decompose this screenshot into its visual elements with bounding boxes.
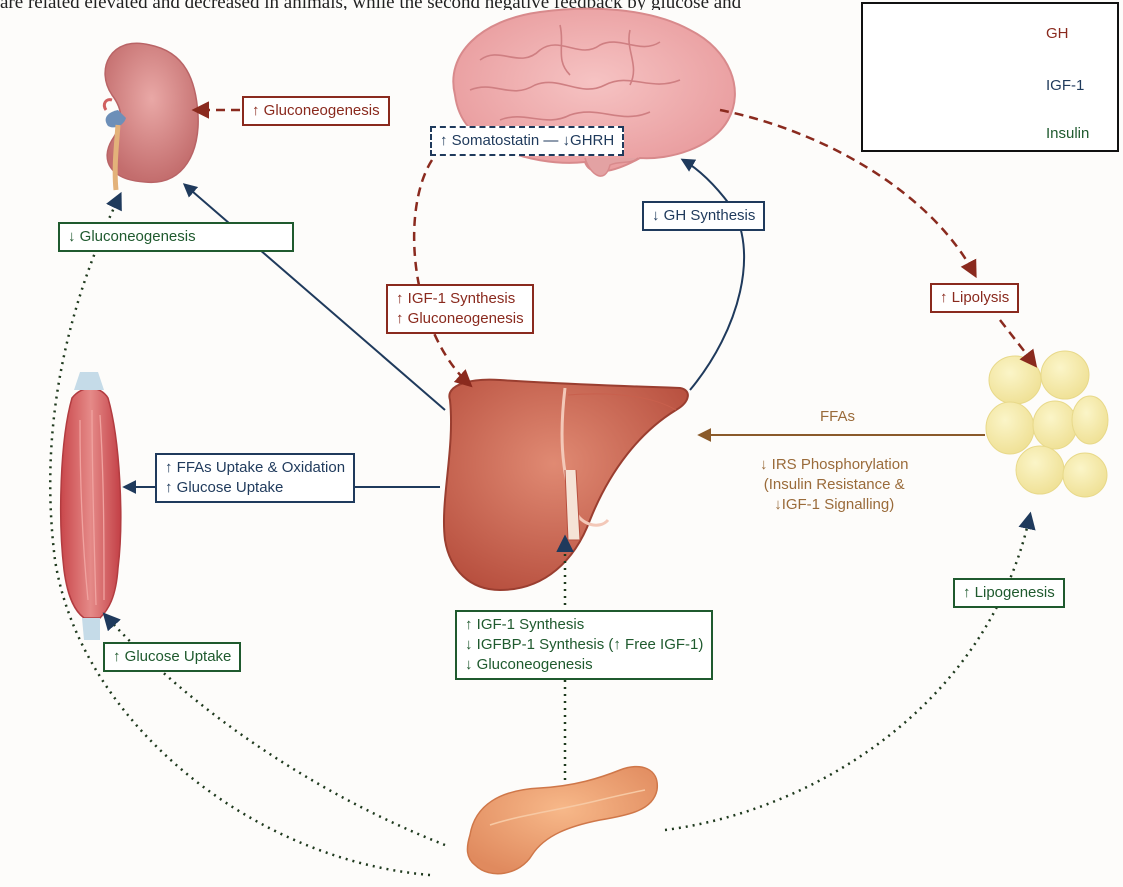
box-line: ↓ Gluconeogenesis — [68, 227, 284, 247]
box-line: ↑ IGF-1 Synthesis — [465, 615, 703, 635]
box-liver-igf1-synthesis: ↑ IGF-1 Synthesis ↑ Gluconeogenesis — [386, 284, 534, 334]
box-muscle-uptake: ↑ FFAs Uptake & Oxidation ↑ Glucose Upta… — [155, 453, 355, 503]
box-line: ↑ Gluconeogenesis — [252, 101, 380, 121]
kidney-icon — [104, 43, 198, 190]
box-kidney-gluconeogenesis-down: ↓ Gluconeogenesis — [58, 222, 294, 252]
box-gh-synthesis: ↓ GH Synthesis — [642, 201, 765, 231]
box-line: ↑ FFAs Uptake & Oxidation — [165, 458, 345, 478]
label-ffas: FFAs — [820, 407, 855, 427]
label-irs-phosphorylation: ↓ IRS Phosphorylation (Insulin Resistanc… — [760, 455, 908, 515]
muscle-icon — [61, 372, 121, 640]
box-line: ↑ IGF-1 Synthesis — [396, 289, 524, 309]
box-lipogenesis: ↑ Lipogenesis — [953, 578, 1065, 608]
insulin-arrow-to-adipose — [665, 515, 1030, 830]
box-line: ↓ Gluconeogenesis — [465, 655, 703, 675]
legend-label-insulin: Insulin — [1046, 125, 1089, 142]
box-line: ↑ Glucose Uptake — [165, 478, 345, 498]
igf1-arrow-to-brain — [683, 160, 744, 390]
gh-arrow-to-liver — [414, 160, 470, 385]
legend-label-igf1: IGF-1 — [1046, 77, 1084, 94]
box-line: ↑ Lipogenesis — [963, 583, 1055, 603]
pancreas-icon — [467, 767, 657, 874]
box-line: ↑ Somatostatin — ↓GHRH — [440, 131, 614, 151]
box-line: ↓ IGFBP-1 Synthesis (↑ Free IGF-1) — [465, 635, 703, 655]
label-line: ↓IGF-1 Signalling) — [760, 495, 908, 515]
box-kidney-gluconeogenesis-up: ↑ Gluconeogenesis — [242, 96, 390, 126]
box-glucose-uptake: ↑ Glucose Uptake — [103, 642, 241, 672]
box-lipolysis: ↑ Lipolysis — [930, 283, 1019, 313]
label-line: ↓ IRS Phosphorylation — [760, 455, 908, 475]
legend: GH IGF-1 Insulin — [861, 2, 1119, 152]
box-pancreas-liver-effects: ↑ IGF-1 Synthesis ↓ IGFBP-1 Synthesis (↑… — [455, 610, 713, 680]
box-line: ↓ GH Synthesis — [652, 206, 755, 226]
adipose-cells-icon — [986, 351, 1108, 497]
legend-label-gh: GH — [1046, 25, 1069, 42]
box-somatostatin-ghrh: ↑ Somatostatin — ↓GHRH — [430, 126, 624, 156]
liver-icon — [444, 380, 688, 590]
box-line: ↑ Lipolysis — [940, 288, 1009, 308]
label-line: (Insulin Resistance & — [760, 475, 908, 495]
box-line: ↑ Gluconeogenesis — [396, 309, 524, 329]
box-line: ↑ Glucose Uptake — [113, 647, 231, 667]
